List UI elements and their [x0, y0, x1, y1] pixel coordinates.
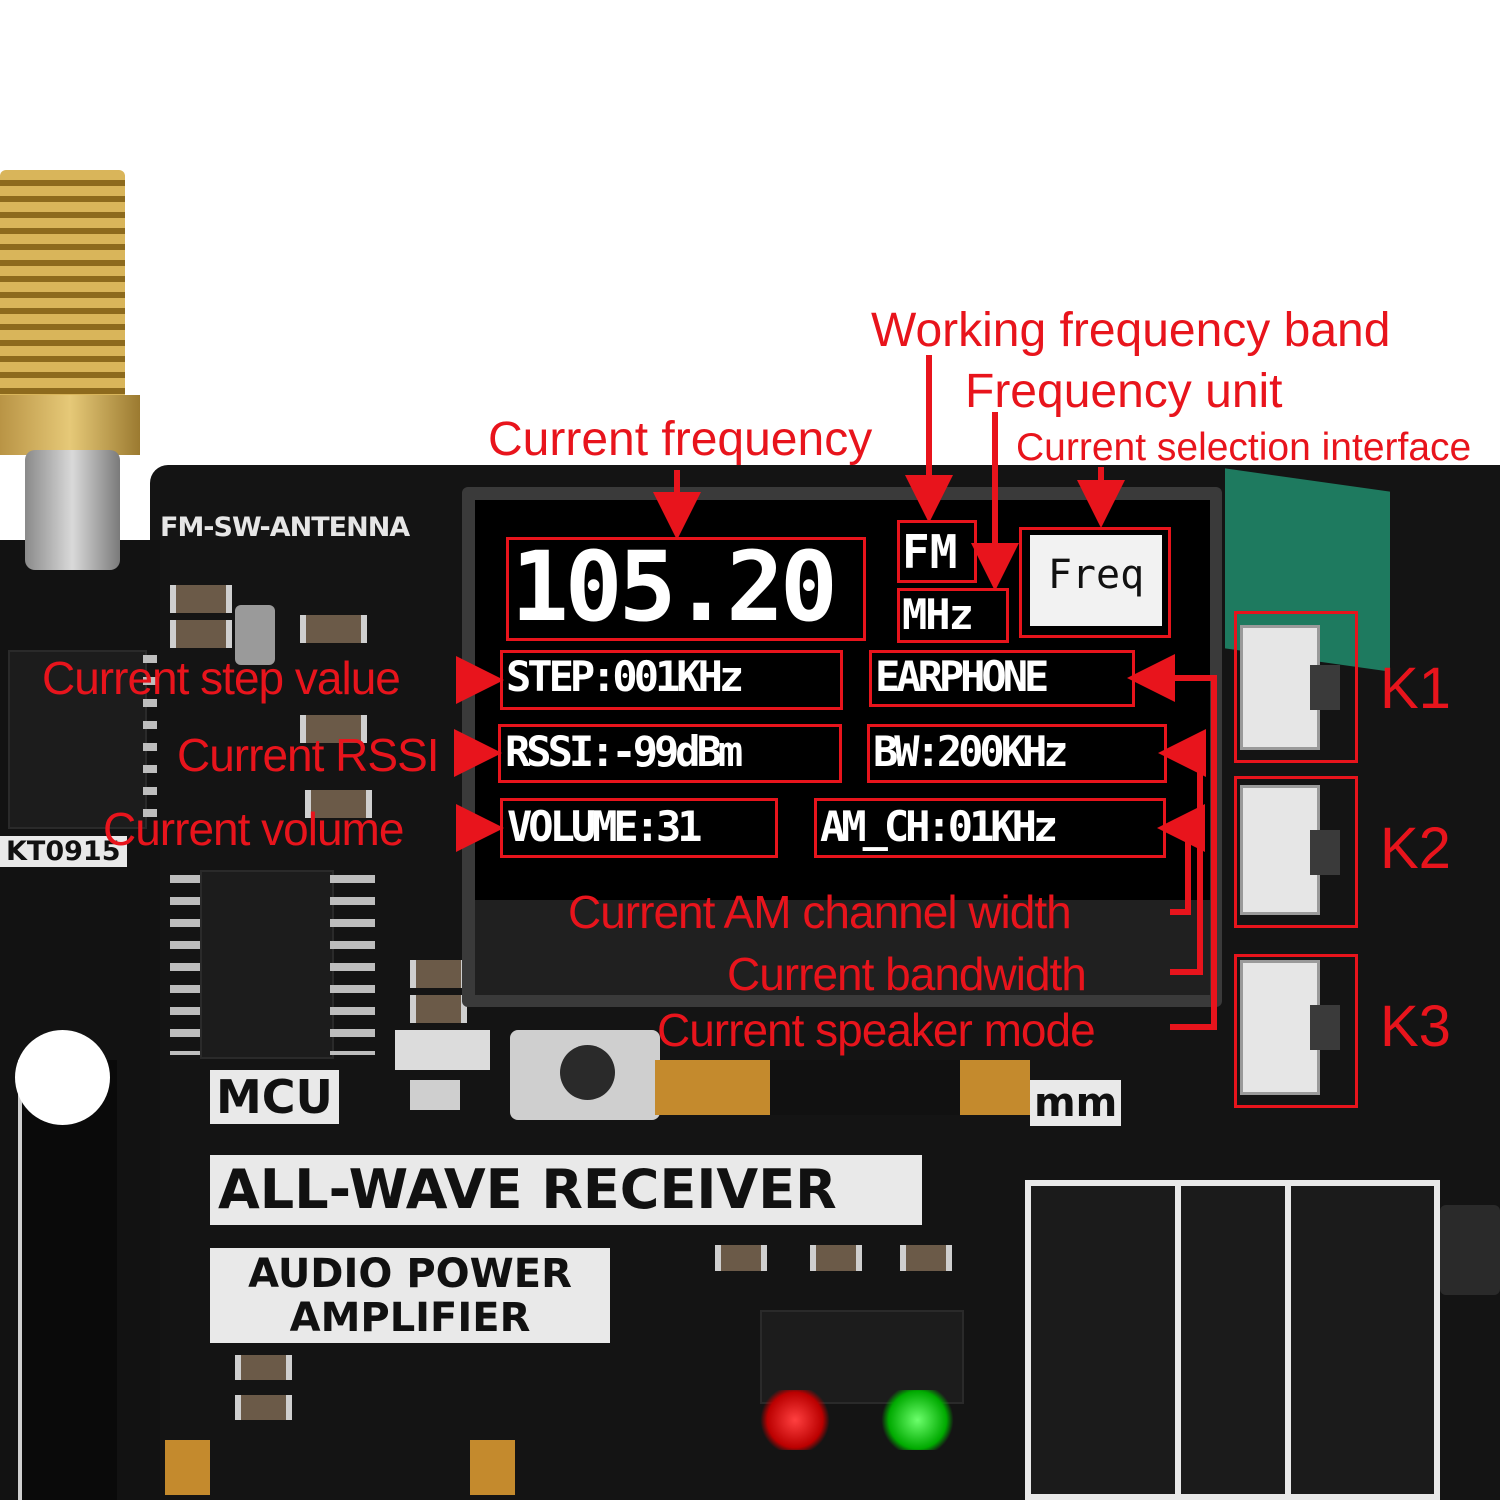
- frequency-readout: 105.20: [511, 531, 838, 643]
- k2-button[interactable]: [1240, 785, 1320, 915]
- arrow-speaker-mode: [1127, 654, 1217, 1030]
- step-value-label: Current step value: [42, 652, 401, 704]
- sma-connector-pin: [25, 450, 120, 570]
- selection-box: [1019, 527, 1171, 638]
- mcu-pins-right: [330, 875, 375, 1055]
- smd-component: [810, 1245, 862, 1271]
- smd-component: [410, 995, 467, 1023]
- mcu-pins-left: [170, 875, 200, 1055]
- mcu-silk-label: MCU: [210, 1070, 339, 1124]
- audio-jack-icon: [1285, 1180, 1440, 1500]
- jack-silk-label: mm: [1030, 1080, 1122, 1126]
- current-frequency-label: Current frequency: [488, 413, 873, 466]
- smd-led-icon: [395, 1030, 490, 1070]
- unit-box: [897, 588, 1009, 643]
- unit-readout: MHz: [902, 590, 974, 639]
- crystal-icon: [235, 605, 275, 665]
- green-led-icon: [880, 1390, 955, 1450]
- rssi-readout: RSSI:-99dBm: [505, 727, 743, 776]
- pcb-edge-strip: [18, 1060, 117, 1500]
- speaker-mode-readout: EARPHONE: [875, 652, 1049, 701]
- arrow-am-channel: [1157, 804, 1205, 915]
- reset-knob-icon: [560, 1045, 615, 1100]
- k3-knob-icon: [1310, 1005, 1340, 1050]
- k3-box: [1234, 954, 1358, 1108]
- smd-component: [170, 585, 232, 613]
- radio-chip-icon: [8, 650, 147, 829]
- am-channel-width-label: Current AM channel width: [568, 886, 1072, 938]
- chip-pins: [143, 655, 157, 825]
- k3-label: K3: [1380, 994, 1451, 1059]
- k1-box: [1234, 611, 1358, 763]
- smd-component: [900, 1245, 952, 1271]
- volume-label: Current volume: [103, 803, 404, 855]
- red-led-icon: [760, 1390, 830, 1450]
- audio-silk-line2: AMPLIFIER: [289, 1295, 531, 1341]
- smd-component: [300, 715, 367, 743]
- smd-component: [235, 1355, 292, 1380]
- smd-component: [170, 620, 232, 648]
- selection-highlight: [1030, 535, 1162, 626]
- working-band-label: Working frequency band: [871, 304, 1391, 357]
- k1-label: K1: [1380, 656, 1451, 721]
- smd-component: [305, 790, 372, 818]
- k1-knob-icon: [1310, 665, 1340, 710]
- bandwidth-readout: BW:200KHz: [873, 727, 1069, 776]
- audio-jack-icon: [1025, 1180, 1190, 1500]
- selection-interface-label: Current selection interface: [1016, 426, 1472, 469]
- selection-readout: Freq: [1047, 552, 1145, 598]
- frequency-unit-label: Frequency unit: [965, 365, 1283, 418]
- k2-label: K2: [1380, 816, 1451, 881]
- band-readout: FM: [902, 525, 958, 579]
- mcu-chip-icon: [200, 870, 334, 1059]
- smd-component: [235, 1395, 292, 1420]
- volume-readout: VOLUME:31: [507, 802, 703, 851]
- rssi-label: Current RSSI: [177, 729, 440, 781]
- k2-knob-icon: [1310, 830, 1340, 875]
- audio-amp-silk: AUDIO POWER AMPLIFIER: [210, 1248, 610, 1343]
- smd-component: [300, 615, 367, 643]
- antenna-silk-label: FM-SW-ANTENNA: [160, 512, 410, 543]
- audio-silk-line1: AUDIO POWER: [248, 1251, 572, 1297]
- sma-connector-icon: [0, 170, 125, 400]
- oled-lower-bezel: [475, 900, 1210, 995]
- smd-component: [715, 1245, 767, 1271]
- smd-component: [410, 1080, 460, 1110]
- tantalum-cap-icon: [165, 1440, 210, 1495]
- bandwidth-label: Current bandwidth: [727, 948, 1087, 1000]
- sma-connector-base: [0, 395, 140, 455]
- mounting-hole: [15, 1030, 110, 1125]
- chip-silk-label: KT0915: [0, 836, 127, 867]
- jack-barrel: [1440, 1205, 1500, 1295]
- k2-box: [1234, 776, 1358, 928]
- k1-button[interactable]: [1240, 625, 1320, 750]
- tantalum-cap-icon: [470, 1440, 515, 1495]
- amp-chip-icon: [760, 1310, 964, 1404]
- board-title-silk: ALL-WAVE RECEIVER: [210, 1155, 922, 1225]
- flex-ribbon-cover: [770, 1060, 960, 1115]
- speaker-mode-label: Current speaker mode: [657, 1004, 1096, 1056]
- am-channel-readout: AM_CH:01KHz: [820, 802, 1058, 851]
- arrow-bandwidth: [1158, 729, 1206, 975]
- step-readout: STEP:001KHz: [506, 652, 744, 701]
